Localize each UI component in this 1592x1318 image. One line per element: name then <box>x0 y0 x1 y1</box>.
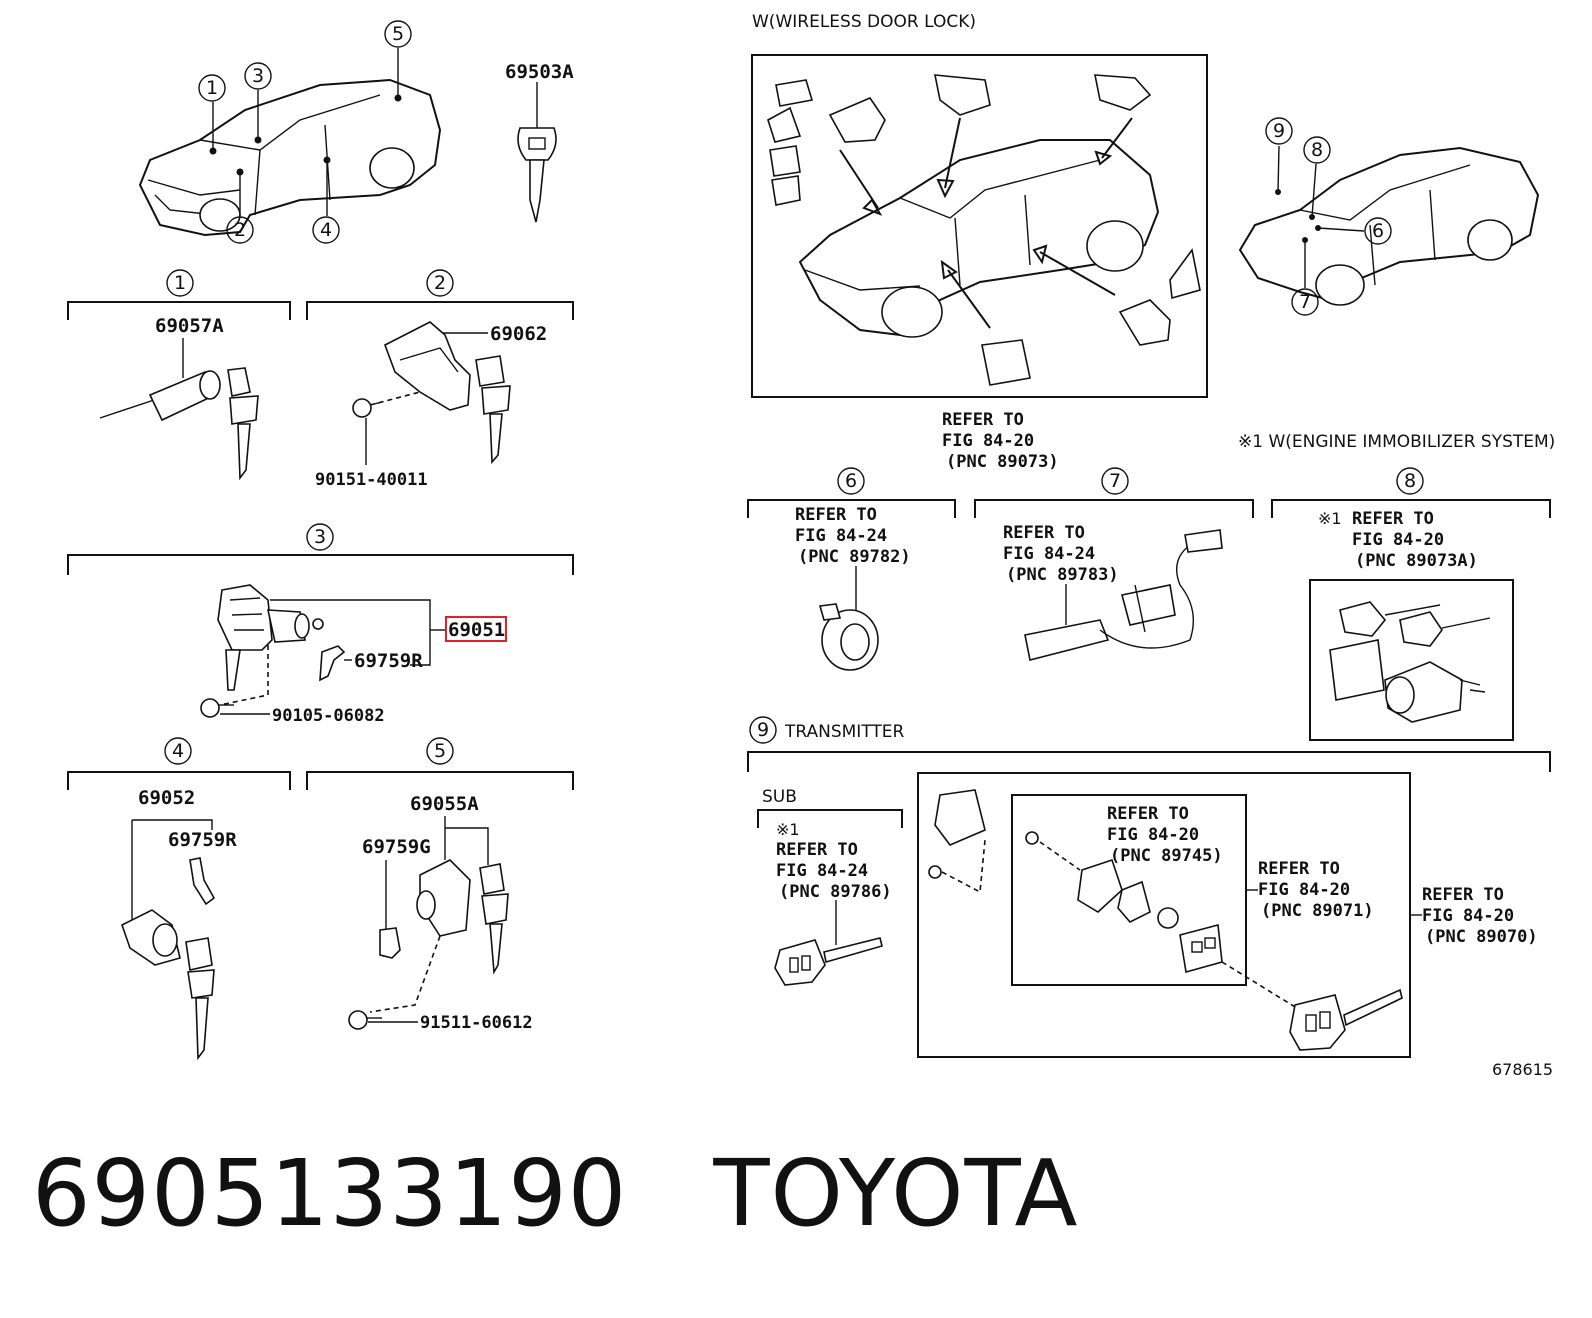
immobilizer-callout-7: 7 <box>1299 291 1311 313</box>
callout-3: 3 <box>252 65 264 87</box>
immobilizer-title: ※1 W(ENGINE IMMOBILIZER SYSTEM) <box>1238 432 1555 452</box>
part-label-69055A: 69055A <box>410 793 479 815</box>
wireless-title: W(WIRELESS DOOR LOCK) <box>752 12 976 32</box>
group-8-frame <box>1309 579 1514 741</box>
transmitter-section: 9 TRANSMITTER SUB ※1 REFER TO FIG 84-24 … <box>747 716 1551 1058</box>
immobilizer-callout-9: 9 <box>1273 120 1285 142</box>
immobilizer-callout-8: 8 <box>1311 139 1323 161</box>
sub-mark: ※1 <box>776 820 800 839</box>
inner-refer-line2: FIG 84-20 <box>1107 825 1199 845</box>
part-label-69051: 69051 <box>448 619 505 641</box>
part-label-69057A: 69057A <box>155 315 224 337</box>
part-label-91511-60612: 91511-60612 <box>420 1013 533 1033</box>
footer-caption: 6905133190 TOYOTA <box>32 1140 1079 1247</box>
immobilizer-car-illustration: 9 8 6 7 <box>1238 117 1540 316</box>
group-8-refer-line2: FIG 84-20 <box>1352 530 1444 550</box>
inner-refer-line1: REFER TO <box>1107 804 1189 824</box>
mid-refer-line3: (PNC 89071) <box>1261 901 1374 921</box>
group-8-section: 8 ※1 REFER TO FIG 84-20 (PNC 89073A) <box>1271 467 1551 741</box>
key-69503A: 69503A <box>505 61 574 223</box>
sub-refer-line3: (PNC 89786) <box>779 882 892 902</box>
group-7-section: 7 REFER TO FIG 84-24 (PNC 89783) <box>974 467 1254 661</box>
wireless-frame <box>751 54 1208 398</box>
footer-part-number: 6905133190 <box>32 1140 628 1247</box>
sub-refer-line2: FIG 84-24 <box>776 861 868 881</box>
outer-refer-line3: (PNC 89070) <box>1425 927 1538 947</box>
sub-refer-line1: REFER TO <box>776 840 858 860</box>
group-7-refer-line2: FIG 84-24 <box>1003 544 1095 564</box>
group-7-refer-line3: (PNC 89783) <box>1006 565 1119 585</box>
part-label-69503A: 69503A <box>505 61 574 83</box>
callout-2: 2 <box>234 219 246 241</box>
group-5-section: 5 69055A 69759G 91511-60612 <box>306 737 574 1033</box>
group-2-number: 2 <box>434 272 446 294</box>
part-label-69759R-group3: 69759R <box>354 650 423 672</box>
group-4-section: 4 69052 69759R <box>67 737 291 1061</box>
overview-callouts: 1 3 5 2 4 <box>198 20 412 244</box>
group-6-number: 6 <box>845 470 857 492</box>
group-8-refer-line3: (PNC 89073A) <box>1355 551 1478 571</box>
wireless-refer-line2: FIG 84-20 <box>942 431 1034 451</box>
group-8-refer-line1: REFER TO <box>1352 509 1434 529</box>
wireless-refer-line3: (PNC 89073) <box>946 452 1059 472</box>
outer-refer-line2: FIG 84-20 <box>1422 906 1514 926</box>
group-3-number: 3 <box>314 526 326 548</box>
group-2-section: 2 69062 90151-40011 <box>306 269 574 490</box>
group-1-number: 1 <box>174 272 186 294</box>
footer-brand: TOYOTA <box>713 1140 1079 1247</box>
overview-car-illustration <box>138 48 442 237</box>
outer-refer-line1: REFER TO <box>1422 885 1504 905</box>
group-1-section: 1 69057A <box>67 269 291 481</box>
callout-4: 4 <box>320 219 332 241</box>
callout-1: 1 <box>206 77 218 99</box>
immobilizer-callout-6: 6 <box>1372 220 1384 242</box>
group-6-refer-line2: FIG 84-24 <box>795 526 887 546</box>
part-label-90105-06082: 90105-06082 <box>272 706 385 726</box>
callout-5: 5 <box>392 23 404 45</box>
group-6-refer-line1: REFER TO <box>795 505 877 525</box>
group-6-section: 6 REFER TO FIG 84-24 (PNC 89782) <box>747 467 956 671</box>
figure-code: 678615 <box>1492 1060 1553 1079</box>
group-7-number: 7 <box>1109 470 1121 492</box>
mid-refer-line1: REFER TO <box>1258 859 1340 879</box>
part-label-90151-40011: 90151-40011 <box>315 470 428 490</box>
group-5-number: 5 <box>434 740 446 762</box>
group-8-mark: ※1 <box>1318 509 1342 528</box>
part-label-69759R-group4: 69759R <box>168 829 237 851</box>
group-3-section: 3 69051 69759R 90105-06082 <box>67 523 574 726</box>
group-4-number: 4 <box>172 740 184 762</box>
inner-refer-line3: (PNC 89745) <box>1110 846 1223 866</box>
part-label-69062: 69062 <box>490 323 547 345</box>
sub-label: SUB <box>762 787 797 807</box>
wireless-door-lock-section: W(WIRELESS DOOR LOCK) REFER TO FIG 84-20… <box>751 12 1208 472</box>
part-label-69052: 69052 <box>138 787 195 809</box>
part-label-69759G: 69759G <box>362 836 431 858</box>
highlight-box-69051 <box>445 616 507 642</box>
group-7-refer-line1: REFER TO <box>1003 523 1085 543</box>
wireless-refer-line1: REFER TO <box>942 410 1024 430</box>
group-8-number: 8 <box>1404 470 1416 492</box>
group-9-number: 9 <box>757 719 769 741</box>
mid-refer-line2: FIG 84-20 <box>1258 880 1350 900</box>
group-6-refer-line3: (PNC 89782) <box>798 547 911 567</box>
transmitter-label: TRANSMITTER <box>784 722 905 742</box>
